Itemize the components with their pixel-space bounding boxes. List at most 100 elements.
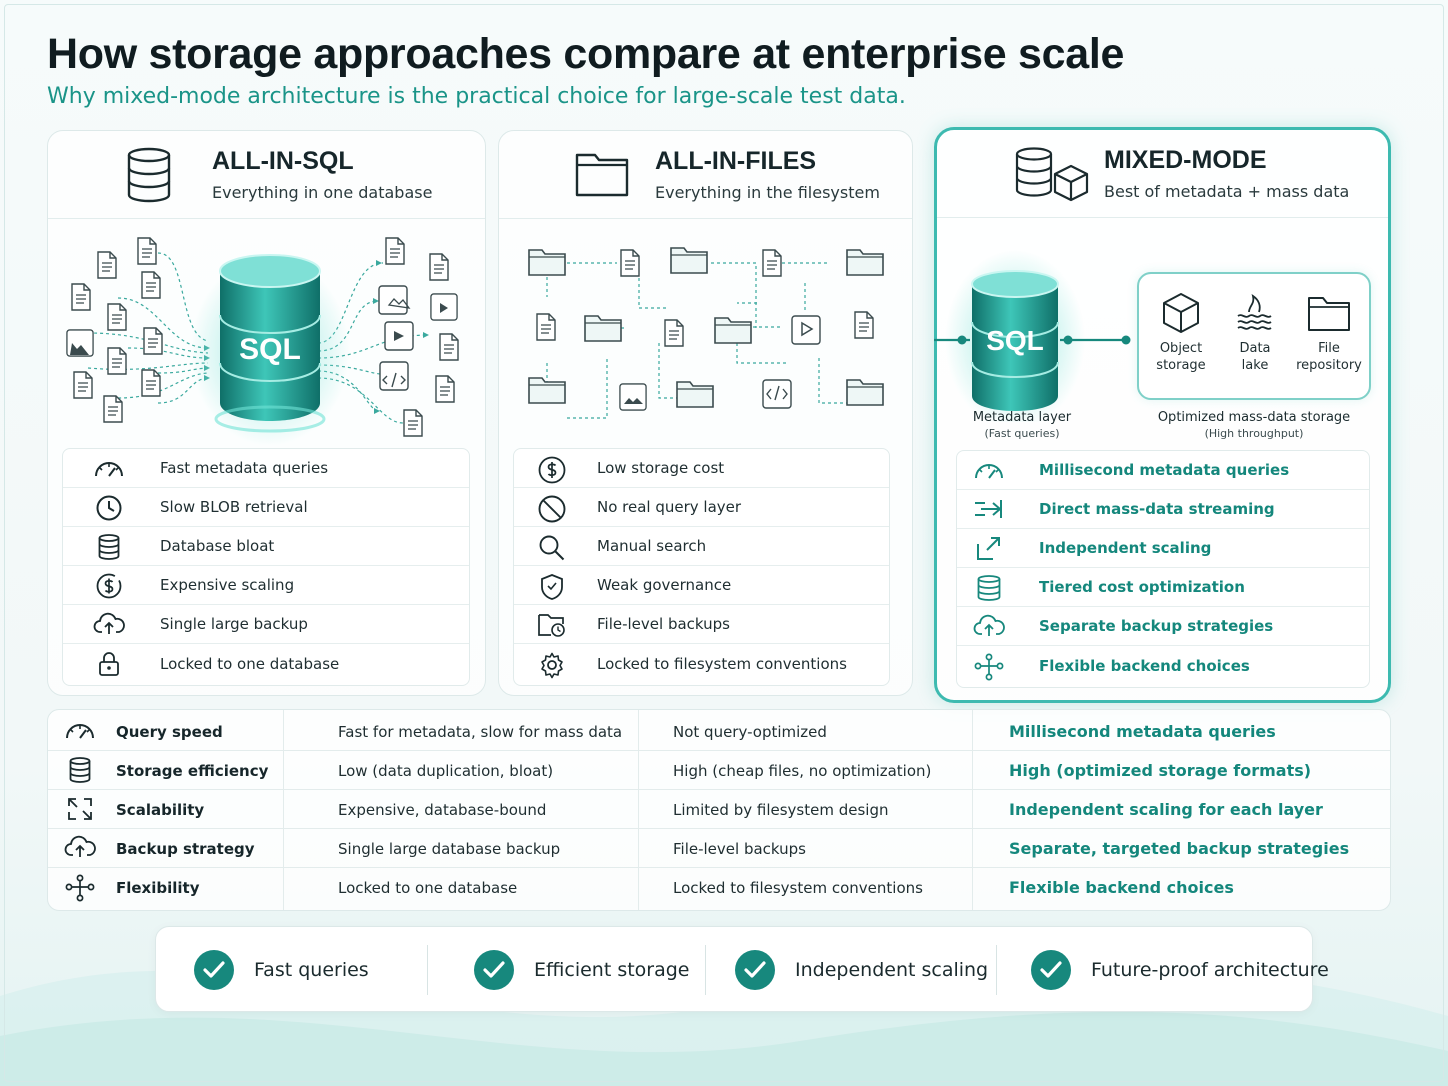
mixed-value: Independent scaling for each layer	[1009, 800, 1323, 819]
water-icon	[1237, 293, 1272, 330]
benefit-label: Efficient storage	[534, 959, 690, 981]
feature-label: Flexible backend choices	[1039, 656, 1250, 675]
list-item: File-level backups	[514, 605, 889, 644]
card-header: ALL-IN-SQL Everything in one database	[48, 131, 485, 219]
benefits-bar: Fast queries Efficient storage Independe…	[155, 926, 1329, 1013]
mass-storage-box: Object storage Data lake File repository	[1137, 272, 1371, 400]
metric-label: Scalability	[116, 800, 205, 819]
mixed-value: Flexible backend choices	[1009, 878, 1234, 897]
shield-icon	[536, 573, 568, 600]
table-row: Flexibility Locked to one database Locke…	[48, 868, 1390, 907]
speedometer-icon	[64, 718, 96, 745]
list-item: Single large backup	[63, 605, 469, 644]
sql-value: Single large database backup	[338, 839, 561, 858]
dollar-icon	[93, 573, 125, 599]
feature-list: Low storage cost No real query layer Man…	[513, 448, 890, 686]
feature-label: Independent scaling	[1039, 539, 1212, 557]
caption-sub: (High throughput)	[1204, 427, 1304, 440]
card-mixed-mode: MIXED-MODE Best of metadata + mass data …	[934, 127, 1391, 703]
storage-label: storage	[1156, 358, 1206, 373]
list-item: Slow BLOB retrieval	[63, 488, 469, 527]
file-repository: File repository	[1291, 292, 1367, 374]
files-value: Locked to filesystem conventions	[673, 878, 923, 897]
benefit-label: Independent scaling	[795, 959, 989, 981]
card-title: MIXED-MODE	[1104, 146, 1267, 174]
divider	[705, 945, 706, 995]
sql-label: SQL	[986, 325, 1044, 356]
list-item: Locked to one database	[63, 644, 469, 683]
stream-arrow-icon	[973, 497, 1005, 523]
files-illustration	[528, 247, 884, 419]
branch-icon	[973, 653, 1005, 681]
benefit-label: Future-proof architecture	[1091, 959, 1329, 981]
sql-cylinder	[214, 254, 326, 433]
table-row: Query speed Fast for metadata, slow for …	[48, 712, 1390, 751]
feature-label: Fast metadata queries	[160, 459, 329, 477]
list-item: Expensive scaling	[63, 566, 469, 605]
page-title: How storage approaches compare at enterp…	[47, 30, 1125, 78]
folder-backup-icon	[536, 612, 568, 638]
card-title: ALL-IN-SQL	[212, 147, 354, 175]
object-storage: Object storage	[1143, 292, 1219, 374]
card-subtitle: Everything in the filesystem	[655, 183, 880, 202]
list-item: Fast metadata queries	[63, 449, 469, 488]
benefit-item: Future-proof architecture	[1031, 927, 1329, 1013]
benefit-item: Efficient storage	[474, 927, 690, 1013]
feature-label: Single large backup	[160, 615, 308, 633]
caption-title: Metadata layer	[972, 410, 1072, 425]
column-divider	[972, 710, 973, 910]
feature-label: Tiered cost optimization	[1039, 578, 1245, 596]
files-value: High (cheap files, no optimization)	[673, 761, 932, 780]
storage-label: lake	[1241, 358, 1269, 373]
folder-icon	[1308, 297, 1350, 331]
sql-value: Fast for metadata, slow for mass data	[338, 722, 623, 741]
card-subtitle: Everything in one database	[212, 183, 433, 202]
files-value: Not query-optimized	[673, 722, 827, 741]
list-item: Database bloat	[63, 527, 469, 566]
database-icon	[64, 757, 96, 784]
caption-sub: (Fast queries)	[984, 427, 1060, 440]
feature-label: Manual search	[597, 537, 707, 555]
clock-icon	[93, 495, 125, 521]
feature-label: No real query layer	[597, 498, 742, 516]
sql-value: Locked to one database	[338, 878, 518, 897]
list-item: No real query layer	[514, 488, 889, 527]
speedometer-icon	[93, 456, 125, 482]
expand-icon	[973, 536, 1005, 562]
feature-label: Direct mass-data streaming	[1039, 500, 1275, 518]
card-title: ALL-IN-FILES	[655, 147, 817, 175]
list-item: Millisecond metadata queries	[957, 451, 1369, 490]
cloud-upload-icon	[64, 835, 96, 862]
dollar-icon	[536, 456, 568, 484]
sql-value: Expensive, database-bound	[338, 800, 547, 819]
card-all-in-files: ALL-IN-FILES Everything in the filesyste…	[498, 130, 913, 696]
card-subtitle: Best of metadata + mass data	[1104, 182, 1350, 201]
table-row: Scalability Expensive, database-bound Li…	[48, 790, 1390, 829]
check-icon	[735, 950, 775, 990]
benefit-item: Fast queries	[194, 927, 369, 1013]
list-item: Locked to filesystem conventions	[514, 644, 889, 683]
benefit-label: Fast queries	[254, 959, 369, 981]
check-icon	[1031, 950, 1071, 990]
search-icon	[536, 534, 568, 561]
metric-label: Flexibility	[116, 878, 200, 897]
expand-icon	[64, 796, 96, 823]
feature-label: Expensive scaling	[160, 576, 295, 594]
sql-illustration: SQL	[66, 237, 459, 446]
database-icon	[127, 147, 171, 203]
storage-caption: Optimized mass-data storage (High throug…	[1153, 410, 1355, 440]
list-item: Direct mass-data streaming	[957, 490, 1369, 529]
storage-label: File	[1318, 341, 1340, 356]
storage-label: Object	[1159, 341, 1203, 356]
list-item: Separate backup strategies	[957, 607, 1369, 646]
column-divider	[283, 710, 284, 910]
feature-label: Database bloat	[160, 537, 275, 555]
metric-label: Backup strategy	[116, 839, 255, 858]
branch-icon	[64, 874, 96, 902]
caption-title: Optimized mass-data storage	[1157, 410, 1351, 425]
database-cube-icon	[1015, 147, 1089, 202]
list-item: Weak governance	[514, 566, 889, 605]
no-entry-icon	[536, 495, 568, 523]
column-divider	[638, 710, 639, 910]
check-icon	[474, 950, 514, 990]
